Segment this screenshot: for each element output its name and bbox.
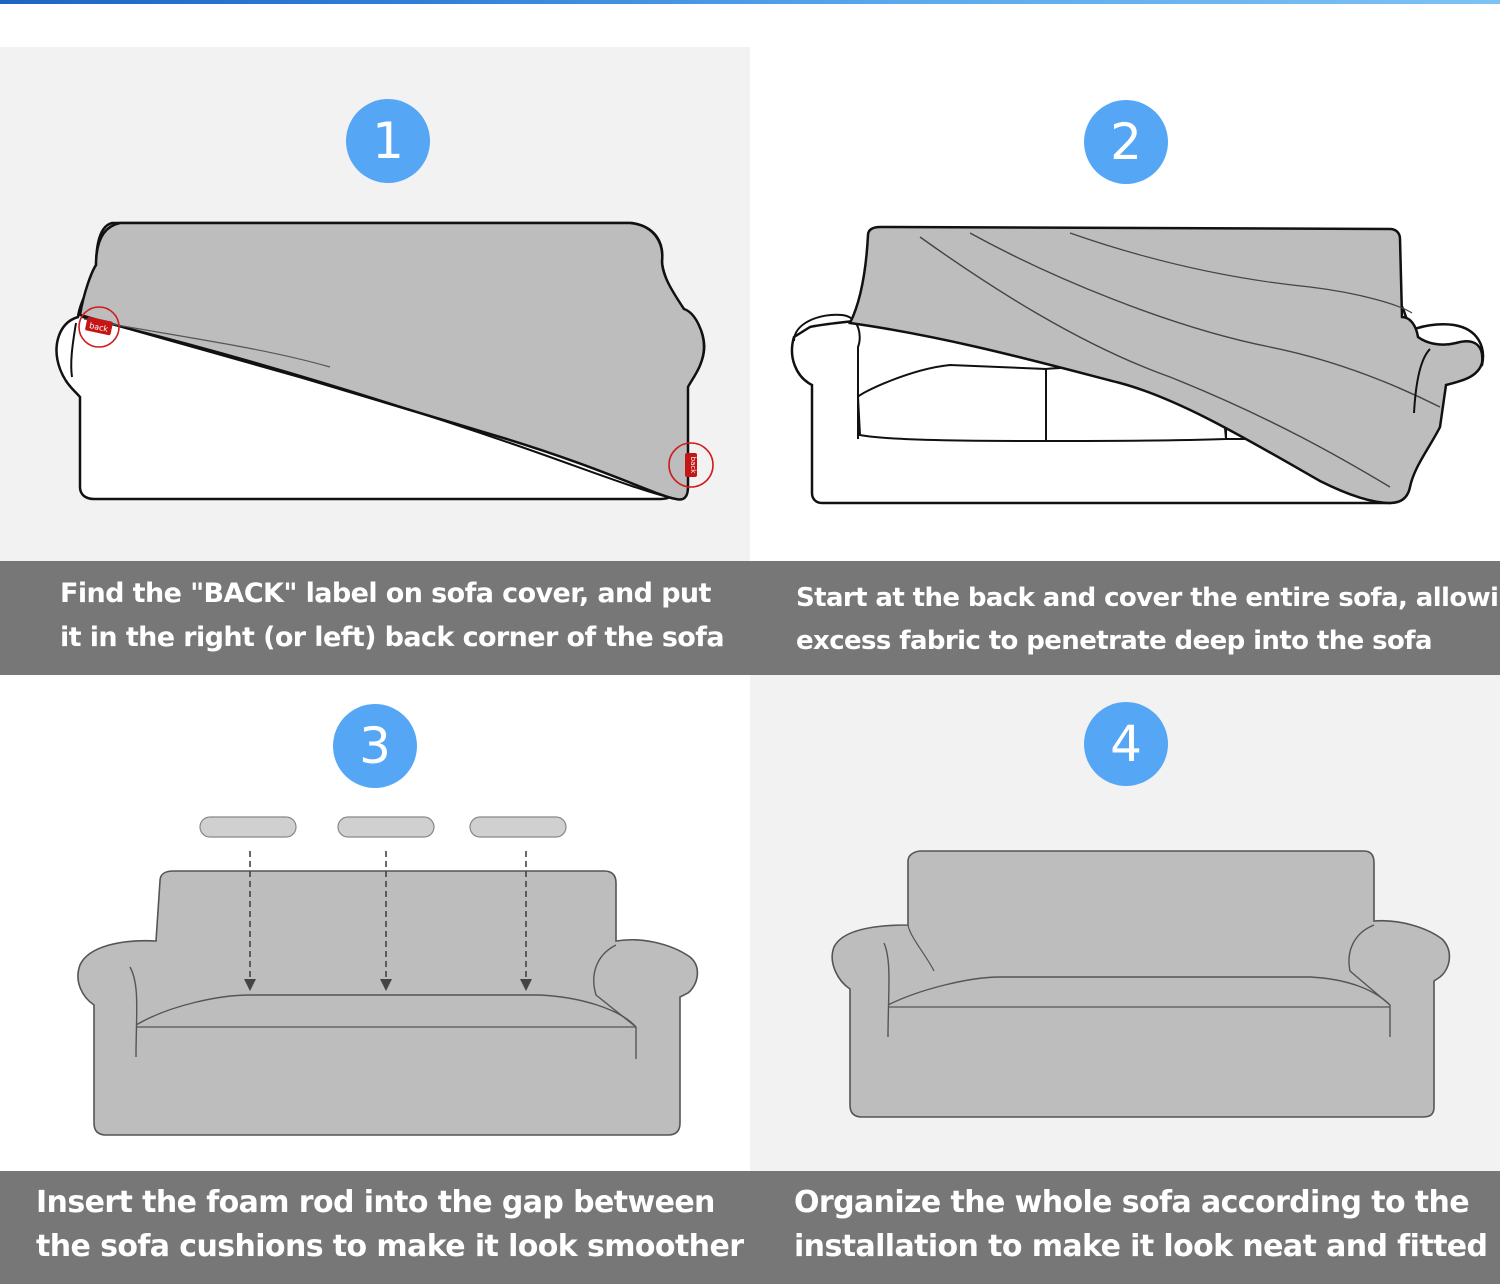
- step-1-sofa-illustration: back back: [55, 221, 714, 501]
- step-1-caption-line-2: it in the right (or left) back corner of…: [60, 622, 725, 653]
- step-3-caption: Insert the foam rod into the gap between…: [0, 1171, 750, 1284]
- step-2-caption: Start at the back and cover the entire s…: [750, 561, 1500, 675]
- step-2-caption-line-2: excess fabric to penetrate deep into the…: [796, 626, 1432, 656]
- step-4-caption: Organize the whole sofa according to the…: [750, 1171, 1500, 1284]
- step-1-caption: Find the "BACK" label on sofa cover, and…: [0, 561, 750, 675]
- step-2-number-badge: 2: [1084, 100, 1168, 184]
- step-4-sofa-illustration: [831, 850, 1451, 1118]
- step-2-caption-line-1: Start at the back and cover the entire s…: [796, 583, 1500, 613]
- step-4-caption-line-1: Organize the whole sofa according to the: [794, 1185, 1470, 1220]
- foam-rod-icon: [199, 816, 567, 838]
- step-3-caption-line-2: the sofa cushions to make it look smooth…: [36, 1229, 744, 1264]
- step-4-caption-line-2: installation to make it look neat and fi…: [794, 1229, 1488, 1264]
- step-3-panel: 3 Insert the foam rod into the gap betw: [0, 675, 750, 1284]
- back-label-tag-right: back: [668, 442, 714, 488]
- step-4-number-badge: 4: [1084, 702, 1168, 786]
- svg-text:back: back: [88, 321, 109, 334]
- top-accent-bar: [0, 0, 1500, 4]
- step-3-sofa-illustration: [77, 816, 699, 1136]
- step-3-number-badge: 3: [333, 704, 417, 788]
- arrow-down-icon: [249, 851, 527, 983]
- step-2-sofa-illustration: [790, 225, 1485, 505]
- step-1-panel: 1 back back Find the "BACK" label on sof…: [0, 47, 750, 675]
- svg-text:back: back: [689, 457, 697, 475]
- back-label-tag-left: back: [78, 306, 120, 348]
- step-3-caption-line-1: Insert the foam rod into the gap between: [36, 1185, 715, 1220]
- step-1-caption-line-1: Find the "BACK" label on sofa cover, and…: [60, 578, 711, 609]
- step-1-number-badge: 1: [346, 99, 430, 183]
- step-4-panel: 4 Organize the whole sofa according to t…: [750, 675, 1500, 1284]
- step-2-panel: 2 Start at the back and cover the entire…: [750, 47, 1500, 675]
